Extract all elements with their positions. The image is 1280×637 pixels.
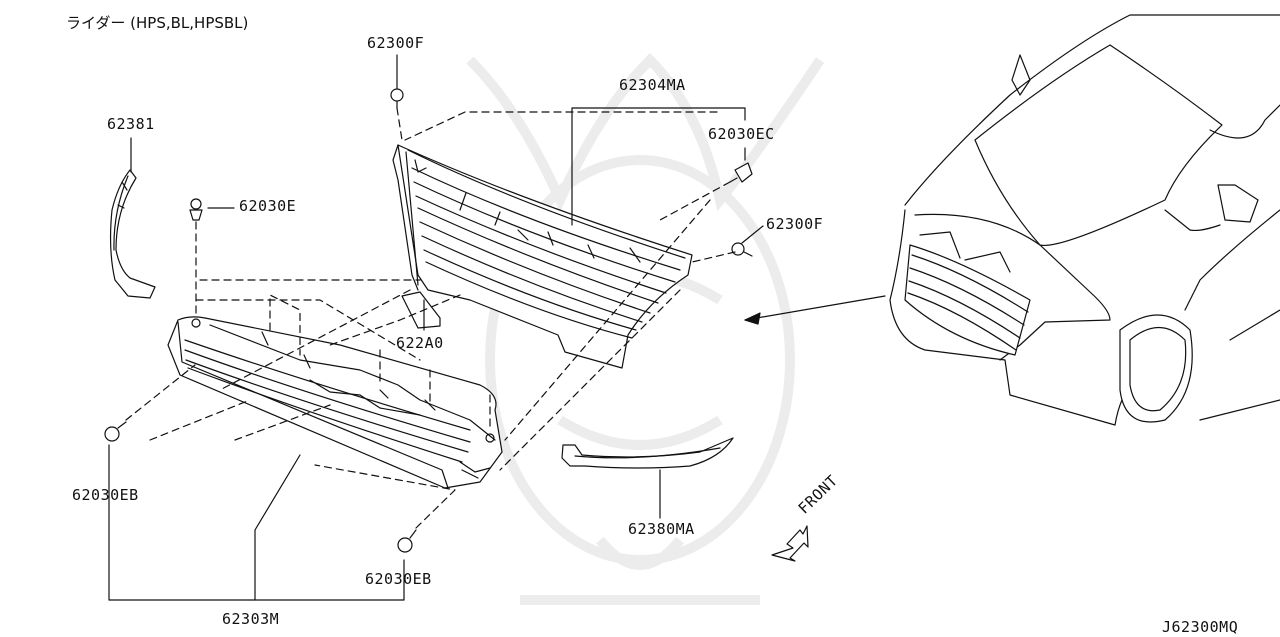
clip-62030eb-bottom [397, 529, 417, 553]
lower-stay [167, 316, 503, 489]
clip-62030e [189, 198, 203, 221]
part-label-62300f-right[interactable]: 62300F [766, 215, 824, 233]
clip-62030eb-left [104, 421, 127, 442]
front-arrow [771, 525, 809, 562]
side-moulding-62380ma [561, 437, 734, 469]
part-label-62030e[interactable]: 62030E [239, 197, 297, 215]
part-label-62380ma[interactable]: 62380MA [628, 520, 695, 538]
part-label-62030eb-bottom[interactable]: 62030EB [365, 570, 432, 588]
clip-62300f-right [731, 242, 753, 257]
side-moulding-62381 [109, 169, 156, 299]
clip-62300f-top [390, 88, 404, 109]
part-label-62030ec[interactable]: 62030EC [708, 125, 775, 143]
bracket-622a0 [401, 291, 441, 329]
assembly-lines [125, 107, 736, 529]
vehicle-illustration [889, 14, 1280, 426]
part-label-62304ma[interactable]: 62304MA [619, 76, 686, 94]
part-label-622a0[interactable]: 622A0 [396, 334, 444, 352]
part-label-62300f-top[interactable]: 62300F [367, 34, 425, 52]
clip-62030ec [729, 162, 753, 183]
part-label-62030eb-left[interactable]: 62030EB [72, 486, 139, 504]
part-label-62381[interactable]: 62381 [107, 115, 155, 133]
watermark-emblem [466, 52, 825, 605]
part-label-62303m[interactable]: 62303M [222, 610, 280, 628]
reference-arrow [744, 295, 886, 321]
variant-note: ライダー (HPS,BL,HPSBL) [66, 14, 249, 32]
diagram-code: J62300MQ [1162, 618, 1239, 636]
grille-assembly [392, 144, 693, 369]
leader-lines [108, 54, 764, 601]
